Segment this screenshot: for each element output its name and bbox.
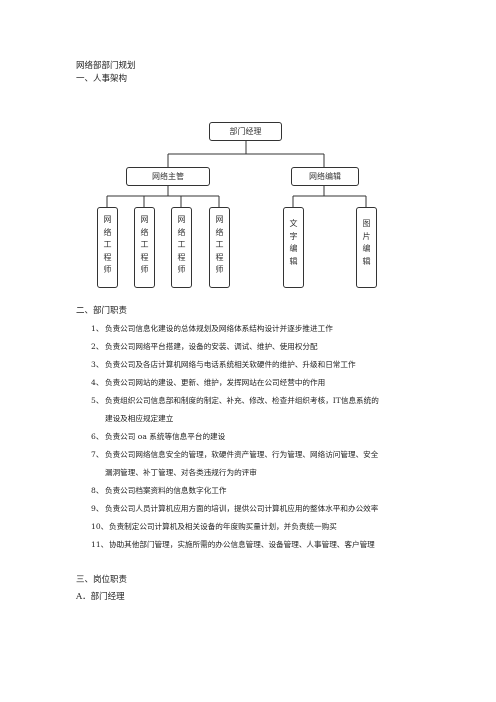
list-item-text: 负责公司网络平台搭建，设备的安装、调试、维护、使用权分配 xyxy=(105,342,318,351)
section-heading-1: 一、人事架构 xyxy=(76,74,128,84)
org-node-image-editor: 图 片 编 辑 xyxy=(356,207,377,288)
list-item-number: 10、 xyxy=(91,522,109,531)
list-item-text: 负责组织公司信息部和制度的制定、补充、修改、检查并组织考核，IT信息系统的 xyxy=(105,396,379,405)
org-node-char: 工 xyxy=(177,240,186,249)
list-item-text: 负责公司网络信息安全的管理，软硬件资产管理、行为管理、网络访问管理、安全 xyxy=(105,450,379,459)
list-item: 2、负责公司网络平台搭建，设备的安装、调试、维护、使用权分配 xyxy=(91,342,318,352)
list-item-text: 负责制定公司计算机及相关设备的年度购买量计划，并负责统一购买 xyxy=(109,522,337,531)
org-node-char: 辑 xyxy=(289,256,298,266)
list-item-number: 5、 xyxy=(91,396,104,405)
list-item: 10、负责制定公司计算机及相关设备的年度购买量计划，并负责统一购买 xyxy=(91,522,337,532)
list-item-text: 负责公司 oa 系统等信息平台的建设 xyxy=(105,432,226,441)
org-node-char: 编 xyxy=(362,244,371,253)
list-item-number: 1、 xyxy=(91,324,104,333)
list-item-text: 负责公司档案资料的信息数字化工作 xyxy=(105,486,227,495)
org-node-editor: 网络编辑 xyxy=(291,167,359,186)
list-item: 8、负责公司档案资料的信息数字化工作 xyxy=(91,486,227,496)
org-node-char: 程 xyxy=(140,252,149,262)
org-node-char: 网 xyxy=(140,215,149,224)
org-node-char: 程 xyxy=(215,252,224,262)
list-item-number: 3、 xyxy=(91,360,104,369)
list-item-text: 负责公司信息化建设的总体规划及网络体系结构设计并逐步推进工作 xyxy=(105,324,333,333)
list-item-continuation: 漏洞管理、补丁管理、对各类违规行为的评审 xyxy=(105,468,257,477)
section-heading-2: 二、部门职责 xyxy=(76,306,128,316)
org-node-char: 程 xyxy=(103,252,112,262)
org-node-manager: 部门经理 xyxy=(209,122,282,141)
org-node-char: 师 xyxy=(140,265,149,274)
org-node-supervisor: 网络主管 xyxy=(126,167,210,186)
org-node-char: 程 xyxy=(177,252,186,262)
org-node-char: 络 xyxy=(215,227,224,237)
list-item-number: 4、 xyxy=(91,378,104,387)
org-node-char: 辑 xyxy=(362,256,371,266)
list-item: 5、负责组织公司信息部和制度的制定、补充、修改、检查并组织考核，IT信息系统的 xyxy=(91,396,379,406)
list-item-continuation: 建设及相应规定建立 xyxy=(105,414,174,423)
list-item: 4、负责公司网站的建设、更新、维护，发挥网站在公司经营中的作用 xyxy=(91,378,325,388)
list-item-text: 负责公司网站的建设、更新、维护，发挥网站在公司经营中的作用 xyxy=(105,378,326,387)
org-node-char: 图 xyxy=(362,219,371,228)
list-item-number: 7、 xyxy=(91,450,104,459)
org-node-char: 工 xyxy=(215,240,224,249)
list-item: 11、协助其他部门管理，实施所需的办公信息管理、设备管理、人事管理、客户管理 xyxy=(91,540,375,550)
org-node-char: 网 xyxy=(215,215,224,224)
doc-title: 网络部部门规划 xyxy=(76,61,136,71)
list-item-text: 负责公司及各店计算机网络与电话系统相关软硬件的维护、升级和日常工作 xyxy=(105,360,356,369)
org-node-engineer-1: 网 络 工 程 师 xyxy=(97,207,118,288)
list-item-number: 11、 xyxy=(91,540,109,549)
list-item: 1、负责公司信息化建设的总体规划及网络体系结构设计并逐步推进工作 xyxy=(91,324,333,334)
org-node-engineer-3: 网 络 工 程 师 xyxy=(171,207,192,288)
list-item-number: 9、 xyxy=(91,504,104,513)
section-heading-3: 三、岗位职责 xyxy=(76,575,128,585)
list-item-text: 协助其他部门管理，实施所需的办公信息管理、设备管理、人事管理、客户管理 xyxy=(109,540,375,549)
list-item-text: 负责公司人员计算机应用方面的培训，提供公司计算机应用的整体水平和办公效率 xyxy=(105,504,379,513)
list-item-number: 2、 xyxy=(91,342,104,351)
org-node-char: 文 xyxy=(289,219,298,228)
org-node-char: 网 xyxy=(103,215,112,224)
org-node-engineer-2: 网 络 工 程 师 xyxy=(134,207,155,288)
list-item: 7、负责公司网络信息安全的管理，软硬件资产管理、行为管理、网络访问管理、安全 xyxy=(91,450,378,460)
org-node-char: 络 xyxy=(140,227,149,237)
org-node-char: 工 xyxy=(140,240,149,249)
org-node-char: 师 xyxy=(103,265,112,274)
org-node-char: 片 xyxy=(362,231,371,241)
org-node-char: 工 xyxy=(103,240,112,249)
list-item: 3、负责公司及各店计算机网络与电话系统相关软硬件的维护、升级和日常工作 xyxy=(91,360,356,370)
org-node-char: 络 xyxy=(103,227,112,237)
subsection-heading-a: A．部门经理 xyxy=(76,592,125,602)
list-item: 9、负责公司人员计算机应用方面的培训，提供公司计算机应用的整体水平和办公效率 xyxy=(91,504,378,514)
list-item-number: 6、 xyxy=(91,432,104,441)
org-node-char: 编 xyxy=(289,244,298,253)
list-item-number: 8、 xyxy=(91,486,104,495)
org-node-text-editor: 文 字 编 辑 xyxy=(283,207,304,288)
org-node-char: 师 xyxy=(215,265,224,274)
org-node-char: 字 xyxy=(289,231,298,241)
org-node-engineer-4: 网 络 工 程 师 xyxy=(209,207,230,288)
org-node-char: 网 xyxy=(177,215,186,224)
org-node-char: 师 xyxy=(177,265,186,274)
list-item: 6、负责公司 oa 系统等信息平台的建设 xyxy=(91,432,225,442)
org-node-char: 络 xyxy=(177,227,186,237)
